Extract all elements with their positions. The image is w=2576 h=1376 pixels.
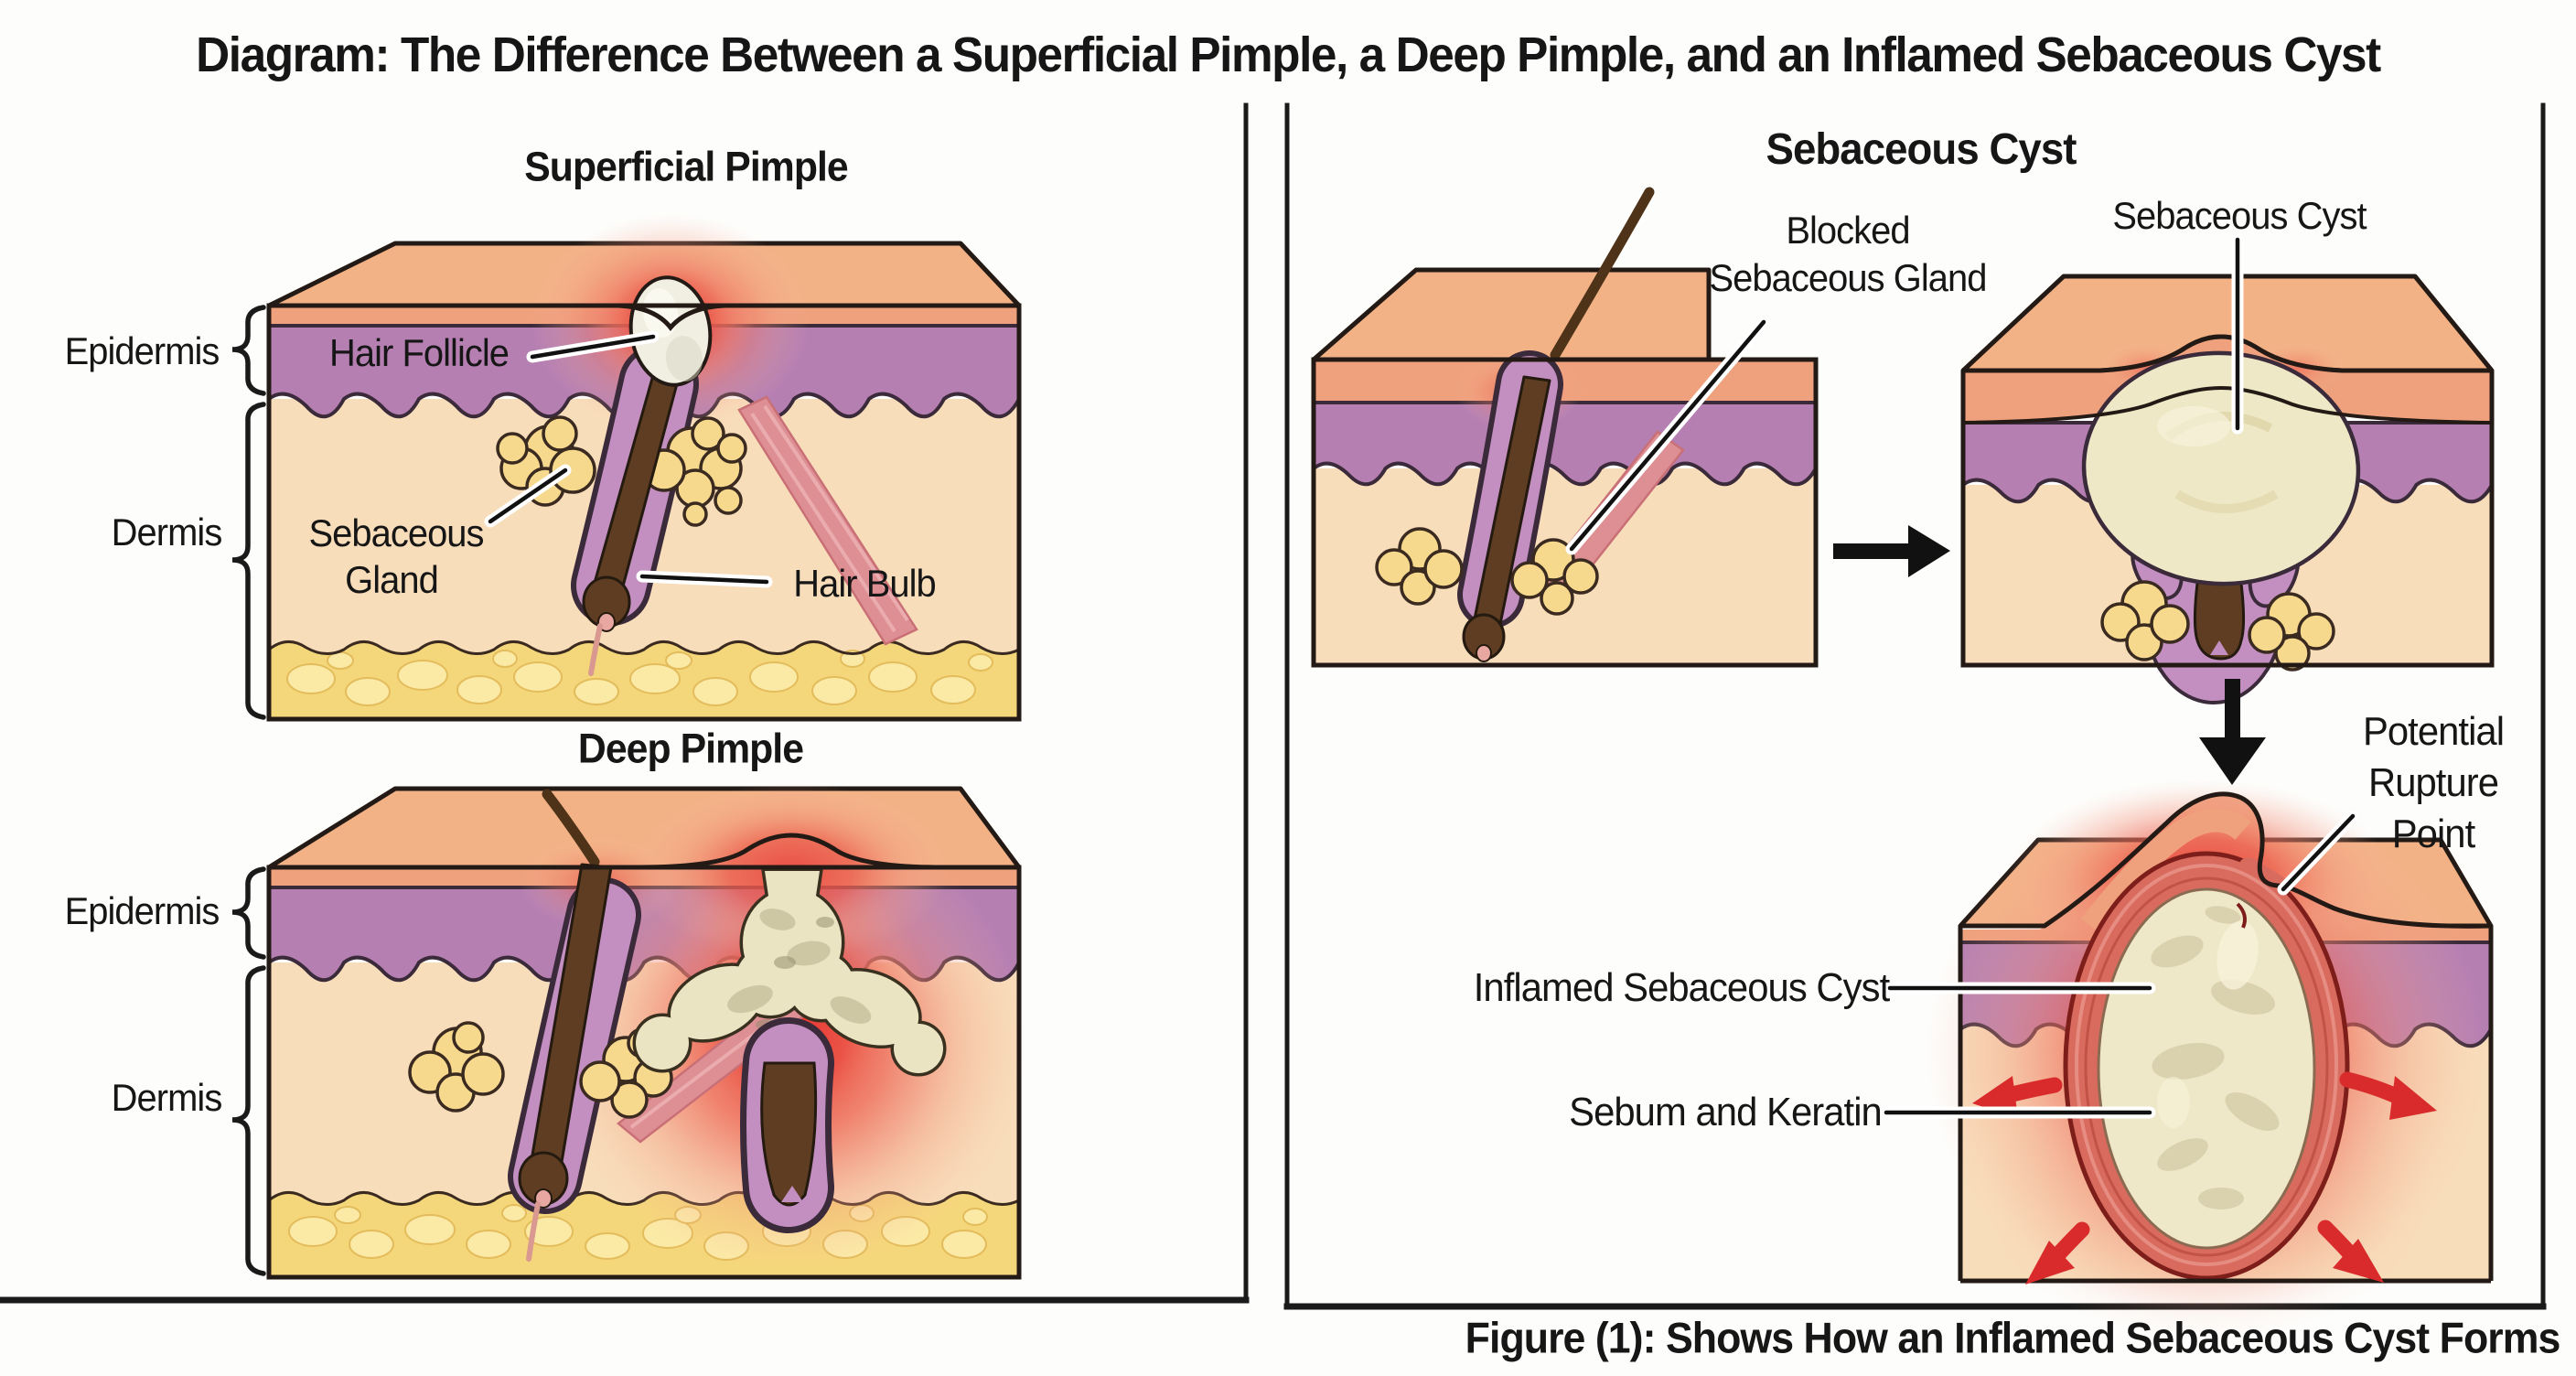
sebaceous-gland-label-line2: Gland — [345, 558, 439, 601]
sebaceous-gland-leader — [484, 464, 572, 528]
pus-mass — [632, 867, 947, 1077]
blocked-gland-label-line2: Sebaceous Gland — [1709, 256, 1988, 299]
epidermis-label-deep: Epidermis — [64, 889, 220, 932]
deep-pimple-title: Deep Pimple — [577, 725, 804, 772]
dermis-brace-superficial — [231, 402, 266, 720]
hair-stalk — [2193, 567, 2246, 661]
sebaceous-gland — [496, 415, 747, 527]
blocked-gland-block — [1311, 187, 1819, 668]
hair-bulb-leader — [636, 570, 773, 588]
arrow-right-icon — [1833, 525, 1950, 577]
epidermis-brace-deep — [231, 866, 266, 960]
superficial-pimple-block — [266, 214, 1022, 722]
blocked-gland-leader — [1565, 316, 1770, 555]
epidermis-brace-superficial — [231, 305, 266, 396]
epidermis-label-superficial: Epidermis — [64, 329, 220, 372]
skin-surface-line — [1960, 791, 2492, 929]
dermis-label-deep: Dermis — [111, 1076, 223, 1119]
deep-pimple-block — [266, 783, 1027, 1280]
blocked-gland-label-line1: Blocked — [1786, 209, 1910, 252]
dermis-label-superficial: Dermis — [111, 511, 223, 554]
rupture-label-line1: Potential — [2362, 709, 2505, 754]
rupture-label-line3: Point — [2391, 812, 2475, 856]
sebum-texture — [2151, 906, 2280, 1209]
hair-bulb-label: Hair Bulb — [793, 562, 937, 605]
fat-blobs — [286, 650, 993, 706]
sebaceous-cyst-header: Sebaceous Cyst — [1766, 125, 2077, 174]
arrow-down-icon — [2199, 679, 2266, 785]
inflamed-cyst-block — [1927, 779, 2494, 1340]
sebaceous-cyst-label: Sebaceous Cyst — [2112, 194, 2367, 237]
epidermis-layer — [1311, 401, 1818, 487]
dermis-brace-deep — [231, 965, 266, 1276]
hair-follicle-label: Hair Follicle — [328, 331, 510, 374]
inflamed-cyst-label: Inflamed Sebaceous Cyst — [1473, 965, 1890, 1010]
superficial-pimple-title: Superficial Pimple — [524, 143, 848, 190]
pimple-sac-core — [760, 1061, 818, 1207]
hair-outside — [1550, 187, 1655, 360]
skin-surface-line — [269, 833, 1019, 870]
sebaceous-gland-label-line1: Sebaceous — [308, 511, 484, 554]
sebaceous-gland — [1375, 527, 1599, 616]
rupture-point-leader — [2277, 810, 2359, 896]
figure-caption: Figure (1): Shows How an Inflamed Sebace… — [1465, 1313, 2561, 1362]
hair-outside — [542, 789, 600, 867]
page-title: Diagram: The Difference Between a Superf… — [196, 27, 2381, 82]
sebum-keratin-label: Sebum and Keratin — [1569, 1090, 1883, 1134]
braces — [231, 305, 266, 1276]
leader-lines — [484, 233, 2359, 1119]
sebaceous-gland — [2100, 580, 2335, 672]
rupture-label-line2: Rupture — [2367, 760, 2499, 805]
sebaceous-cyst-block — [1960, 274, 2495, 704]
hair-follicle-leader — [526, 330, 660, 363]
cyst — [2081, 350, 2361, 586]
pressure-arrows — [1972, 1071, 2437, 1285]
